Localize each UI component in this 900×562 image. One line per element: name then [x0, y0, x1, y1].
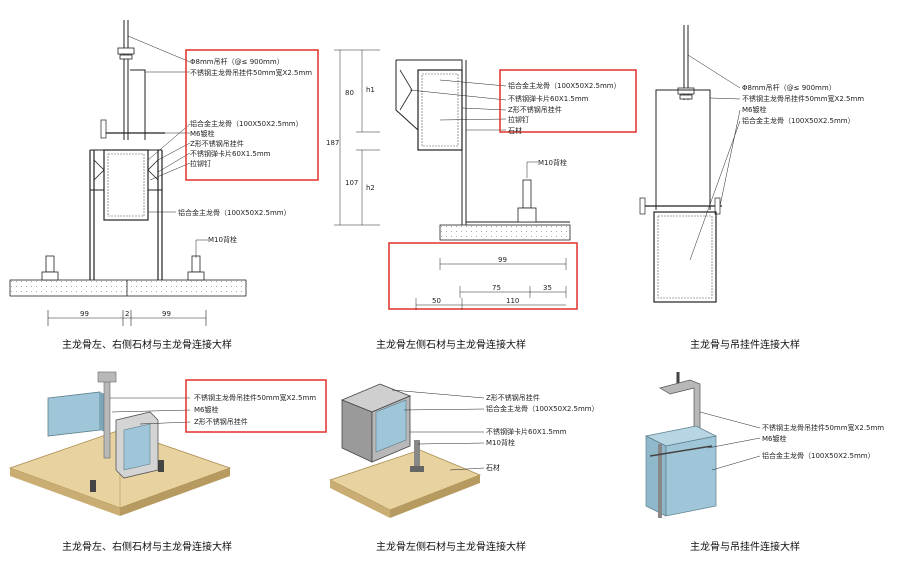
p2-dim-3: 107 [345, 179, 358, 187]
p1-caption: 主龙骨左、右侧石材与主龙骨连接大样 [62, 338, 232, 351]
p3-label-2: M6镀栓 [742, 105, 767, 114]
p5-label-3: M10背栓 [486, 438, 515, 447]
p4-label-1: M6镀栓 [194, 405, 219, 414]
p6-label-1: M6镀栓 [762, 434, 787, 443]
p2-label-3: 拉铆钉 [508, 115, 529, 124]
p2-dim-4: h2 [366, 184, 375, 192]
p1-label-7: 铝合金主龙骨（100X50X2.5mm） [178, 208, 291, 217]
panel-6-isometric-view: 不锈钢主龙骨吊挂件50mm宽X2.5mm M6镀栓 铝合金主龙骨（100X50X… [644, 372, 884, 553]
p1-label-0: Φ8mm吊杆（@≤ 900mm） [190, 57, 284, 66]
p1-label-4: Z形不锈钢吊挂件 [190, 139, 244, 148]
p1-label-8: M10背栓 [208, 235, 237, 244]
p1-dim-2: 99 [162, 310, 171, 318]
p3-label-3: 铝合金主龙骨（100X50X2.5mm） [742, 116, 855, 125]
p4-label-2: Z形不锈钢吊挂件 [194, 417, 248, 426]
p1-dim-0: 99 [80, 310, 89, 318]
p1-dim-1: 2 [125, 310, 129, 318]
p2-dim-8: 50 [432, 297, 441, 305]
panel-1-section-drawing: 99 2 99 Φ8mm吊杆（@≤ 900mm） 不锈钢主龙骨吊挂件50mm宽X… [9, 20, 319, 351]
p5-label-0: Z形不锈钢吊挂件 [486, 393, 540, 402]
p2-label-1: 不锈钢弹卡片60X1.5mm [508, 94, 589, 103]
p5-label-2: 不锈钢弹卡片60X1.5mm [486, 427, 567, 436]
p2-dim-9: 110 [506, 297, 519, 305]
panel-5-isometric-view: Z形不锈钢吊挂件 铝合金主龙骨（100X50X2.5mm） 不锈钢弹卡片60X1… [328, 383, 599, 553]
p3-label-1: 不锈钢主龙骨吊挂件50mm宽X2.5mm [742, 94, 864, 103]
p2-dim-5: 99 [498, 256, 507, 264]
p2-label-2: Z形不锈钢吊挂件 [508, 105, 562, 114]
panel-3-section-drawing: Φ8mm吊杆（@≤ 900mm） 不锈钢主龙骨吊挂件50mm宽X2.5mm M6… [639, 25, 864, 351]
p2-label-0: 铝合金主龙骨（100X50X2.5mm） [508, 81, 621, 90]
p6-label-0: 不锈钢主龙骨吊挂件50mm宽X2.5mm [762, 423, 884, 432]
p1-label-3: M6镀栓 [190, 129, 215, 138]
p1-label-6: 拉铆钉 [190, 159, 211, 168]
p2-label-5: M10背栓 [538, 158, 567, 167]
p4-caption: 主龙骨左、右侧石材与主龙骨连接大样 [62, 540, 232, 553]
p2-dim-2: 187 [326, 139, 339, 147]
p2-dim-1: h1 [366, 86, 375, 94]
p2-caption: 主龙骨左侧石材与主龙骨连接大样 [376, 338, 526, 351]
p4-highlight-box [185, 379, 327, 433]
p1-label-1: 不锈钢主龙骨吊挂件50mm宽X2.5mm [190, 68, 312, 77]
panel-2-section-drawing: 80 h1 187 107 h2 99 75 35 50 110 [326, 49, 637, 351]
panel-4-isometric-view: 不锈钢主龙骨吊挂件50mm宽X2.5mm M6镀栓 Z形不锈钢吊挂件 主龙骨左、… [8, 371, 327, 553]
p5-label-4: 石材 [486, 463, 500, 472]
p2-highlight-box [499, 69, 637, 133]
p1-label-5: 不锈钢弹卡片60X1.5mm [190, 149, 271, 158]
p2-dim-6: 75 [492, 284, 501, 292]
p1-label-2: 铝合金主龙骨（100X50X2.5mm） [190, 119, 303, 128]
p5-label-1: 铝合金主龙骨（100X50X2.5mm） [486, 404, 599, 413]
p3-label-0: Φ8mm吊杆（@≤ 900mm） [742, 83, 836, 92]
p2-dim-highlight-box [388, 242, 578, 310]
p2-label-4: 石材 [508, 126, 522, 135]
p3-caption: 主龙骨与吊挂件连接大样 [690, 338, 800, 351]
p6-caption: 主龙骨与吊挂件连接大样 [690, 540, 800, 553]
p2-dim-7: 35 [543, 284, 552, 292]
p1-highlight-box [185, 49, 319, 181]
p4-label-0: 不锈钢主龙骨吊挂件50mm宽X2.5mm [194, 393, 316, 402]
p2-dim-0: 80 [345, 89, 354, 97]
p6-label-2: 铝合金主龙骨（100X50X2.5mm） [762, 451, 875, 460]
p5-caption: 主龙骨左侧石材与主龙骨连接大样 [376, 540, 526, 553]
